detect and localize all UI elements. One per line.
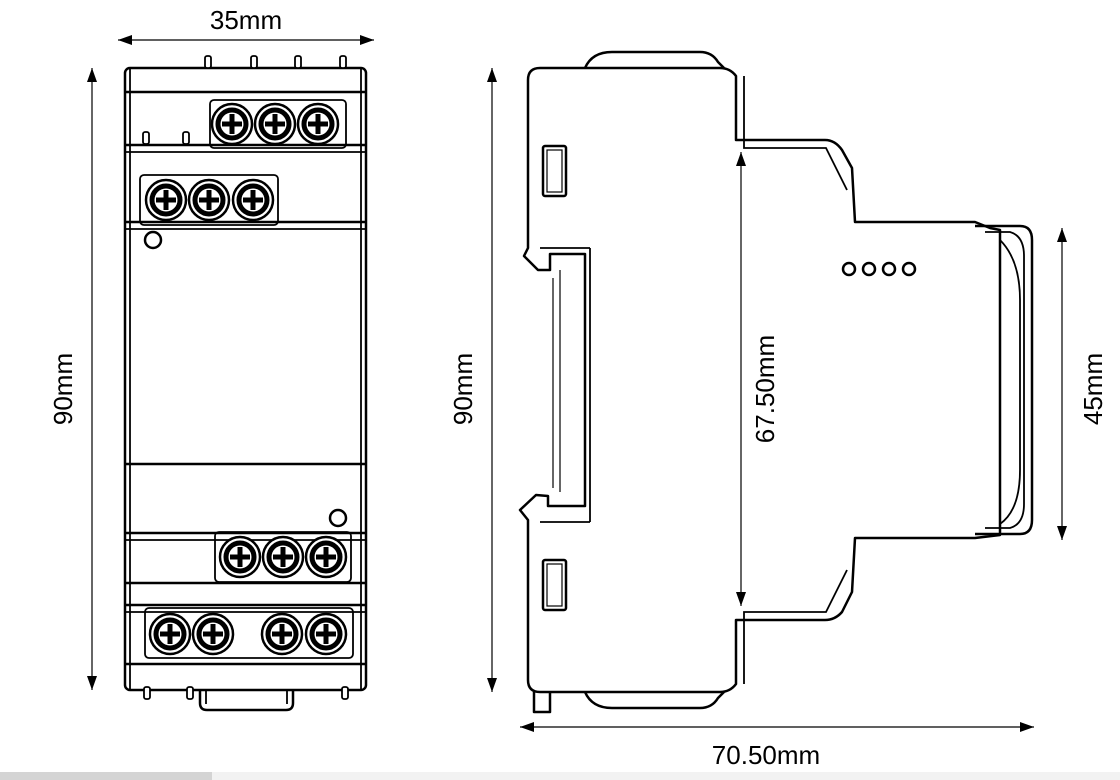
side-window-top — [541, 144, 568, 198]
front-body-outline — [123, 66, 368, 692]
front-face-bezel — [975, 224, 1034, 536]
footer-strip-segment — [0, 772, 212, 780]
front-width-label: 35mm — [210, 5, 282, 35]
side-height-label: 90mm — [448, 353, 478, 425]
side-led-dots — [841, 261, 917, 277]
front-width-dimension: 35mm — [118, 5, 374, 45]
total-depth-label: 70.50mm — [712, 740, 820, 770]
inner-depth-label: 67.50mm — [750, 335, 780, 443]
side-height-dimension: 90mm — [448, 68, 497, 692]
front-face-height-dimension: 45mm — [1057, 228, 1108, 540]
top-pins — [204, 55, 347, 69]
front-view — [123, 55, 368, 712]
upper-terminal-screws — [146, 104, 338, 220]
lower-terminal-screws — [150, 537, 346, 654]
front-face-height-label: 45mm — [1078, 353, 1108, 425]
inner-depth-dimension: 67.50mm — [736, 152, 780, 606]
side-window-bottom — [541, 558, 568, 612]
side-top-cap — [583, 50, 725, 69]
side-view — [518, 50, 1034, 714]
front-height-dimension: 90mm — [48, 68, 97, 690]
din-clip-front — [198, 690, 295, 712]
side-body-outline — [518, 66, 1002, 694]
front-height-label: 90mm — [48, 353, 78, 425]
footer-strip — [0, 772, 1120, 780]
side-bottom-cap — [583, 691, 725, 710]
led-indicator-bottom — [328, 508, 348, 528]
led-indicator-top — [143, 230, 163, 250]
total-depth-dimension: 70.50mm — [520, 722, 1034, 770]
